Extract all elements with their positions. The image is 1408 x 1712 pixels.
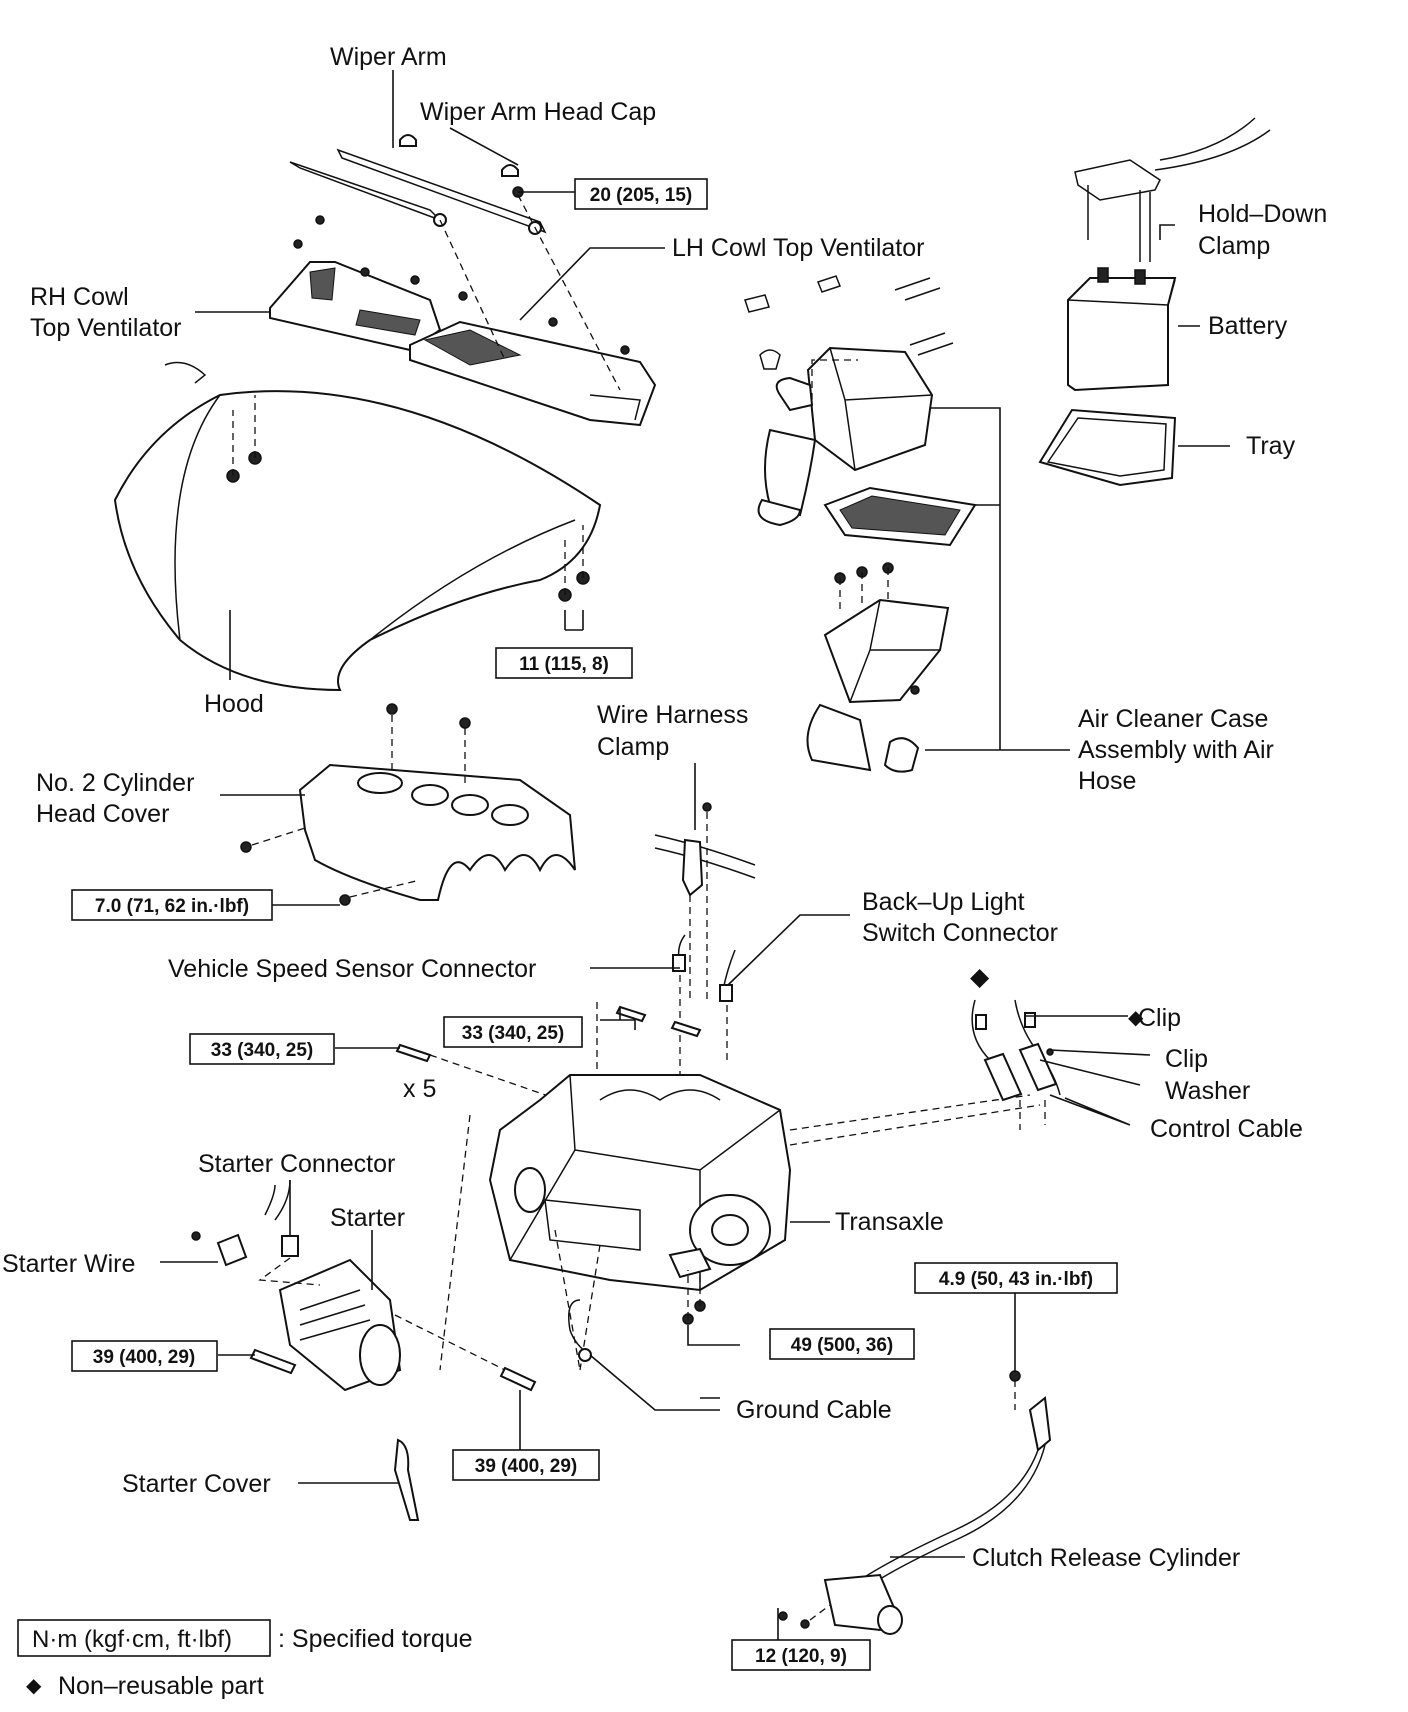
- torque-transaxle-bottom-text: 49 (500, 36): [791, 1335, 893, 1356]
- ground-cable-drawing: [568, 1299, 592, 1362]
- battery-drawing: [1067, 267, 1177, 392]
- torque-hood-text: 11 (115, 8): [519, 654, 609, 675]
- label-rh-cowl-line1: RH Cowl: [30, 283, 129, 311]
- label-hold-down-line2: Clamp: [1198, 232, 1270, 260]
- label-tray: Tray: [1246, 432, 1296, 460]
- cowl-screws: [293, 215, 630, 355]
- legend-torque-desc: : Specified torque: [278, 1625, 473, 1653]
- label-cyl-cover-line1: No. 2 Cylinder: [36, 769, 194, 797]
- tray-drawing: [1038, 408, 1177, 487]
- label-transaxle: Transaxle: [835, 1208, 944, 1236]
- label-starter-cover: Starter Cover: [122, 1470, 271, 1498]
- torque-starter-left-text: 39 (400, 29): [93, 1347, 195, 1368]
- lh-cowl-drawing: [409, 320, 657, 427]
- starter-cover-drawing: [393, 1438, 420, 1521]
- label-air-cleaner-line2: Assembly with Air: [1078, 736, 1274, 764]
- label-clutch-release-cylinder: Clutch Release Cylinder: [972, 1544, 1240, 1572]
- air-cleaner-cap-drawing: [757, 346, 934, 527]
- label-hold-down-line1: Hold–Down: [1198, 200, 1327, 228]
- backup-connector-drawing: [719, 949, 736, 1002]
- label-wiper-arm-head-cap: Wiper Arm Head Cap: [420, 98, 656, 126]
- starter-wire-drawing: [191, 1179, 299, 1267]
- torque-clutch-top-text: 4.9 (50, 43 in.·lbf): [939, 1269, 1093, 1290]
- hold-down-clamp-drawing: [1074, 117, 1271, 262]
- label-starter: Starter: [330, 1204, 405, 1232]
- legend-torque-box-text: N·m (kgf·cm, ft·lbf): [32, 1626, 232, 1653]
- torque-starter-left: 39 (400, 29): [71, 1340, 218, 1372]
- torque-bolt-mid: 33 (340, 25): [443, 1016, 583, 1048]
- air-cleaner-small-parts: [744, 275, 954, 370]
- torque-clutch-bottom-text: 12 (120, 9): [755, 1646, 847, 1667]
- label-starter-wire: Starter Wire: [2, 1250, 135, 1278]
- torque-bolt-left: 33 (340, 25): [189, 1033, 335, 1065]
- label-clip-2: Clip: [1165, 1045, 1208, 1073]
- nonreusable-marker-top: ◆: [970, 963, 990, 991]
- label-x5: x 5: [403, 1075, 436, 1103]
- vss-connector-drawing: [672, 934, 686, 972]
- label-air-cleaner-line3: Hose: [1078, 767, 1136, 795]
- clutch-release-cylinder-drawing: [778, 1370, 1052, 1635]
- control-cable-drawing: [971, 999, 1061, 1102]
- label-lh-cowl-top-ventilator: LH Cowl Top Ventilator: [672, 234, 924, 262]
- torque-starter-bottom-text: 39 (400, 29): [475, 1456, 577, 1477]
- label-backup-line2: Switch Connector: [862, 919, 1058, 947]
- label-clip-1: Clip: [1138, 1004, 1181, 1032]
- label-ground-cable: Ground Cable: [736, 1396, 892, 1424]
- nonreusable-marker-clip: ◆: [1128, 1007, 1144, 1029]
- label-starter-connector: Starter Connector: [198, 1150, 395, 1178]
- torque-clutch-top: 4.9 (50, 43 in.·lbf): [914, 1262, 1118, 1294]
- torque-bolt-left-text: 33 (340, 25): [211, 1040, 313, 1061]
- torque-wiper: 20 (205, 15): [574, 178, 708, 210]
- label-hood: Hood: [204, 690, 264, 718]
- label-wiper-arm: Wiper Arm: [330, 43, 447, 71]
- legend-diamond-icon: ◆: [26, 1675, 42, 1697]
- label-control-cable: Control Cable: [1150, 1115, 1303, 1143]
- label-battery: Battery: [1208, 312, 1288, 340]
- label-wire-harness-line2: Clamp: [597, 733, 669, 761]
- rh-cowl-drawing: [269, 261, 442, 352]
- torque-cyl-cover-text: 7.0 (71, 62 in.·lbf): [95, 896, 249, 917]
- torque-transaxle-bottom: 49 (500, 36): [769, 1328, 915, 1360]
- label-backup-line1: Back–Up Light: [862, 888, 1025, 916]
- torque-hood: 11 (115, 8): [495, 647, 633, 679]
- hood-drawing: [113, 361, 602, 692]
- torque-starter-bottom: 39 (400, 29): [452, 1449, 600, 1481]
- legend-nonreusable-text: Non–reusable part: [58, 1672, 264, 1700]
- legend: N·m (kgf·cm, ft·lbf) : Specified torque …: [17, 1619, 473, 1700]
- label-air-cleaner-line1: Air Cleaner Case: [1078, 705, 1268, 733]
- transaxle-bolts: [395, 1005, 702, 1063]
- wiper-arm-drawing: [289, 134, 547, 235]
- torque-clutch-bottom: 12 (120, 9): [731, 1639, 871, 1671]
- label-rh-cowl-line2: Top Ventilator: [30, 314, 182, 342]
- label-wire-harness-line1: Wire Harness: [597, 701, 748, 729]
- label-washer: Washer: [1165, 1077, 1250, 1105]
- cylinder-head-cover-drawing: [240, 703, 576, 906]
- torque-cyl-cover: 7.0 (71, 62 in.·lbf): [71, 889, 273, 921]
- label-vss-connector: Vehicle Speed Sensor Connector: [168, 955, 536, 983]
- air-cleaner-case-drawing: [806, 562, 950, 773]
- label-cyl-cover-line2: Head Cover: [36, 800, 169, 828]
- air-filter-drawing: [823, 486, 977, 547]
- torque-bolt-mid-text: 33 (340, 25): [462, 1023, 564, 1044]
- starter-drawing: [249, 1258, 537, 1392]
- wire-harness-clamp-drawing: [654, 802, 756, 897]
- torque-wiper-text: 20 (205, 15): [590, 185, 692, 206]
- transaxle-drawing: [488, 1074, 792, 1325]
